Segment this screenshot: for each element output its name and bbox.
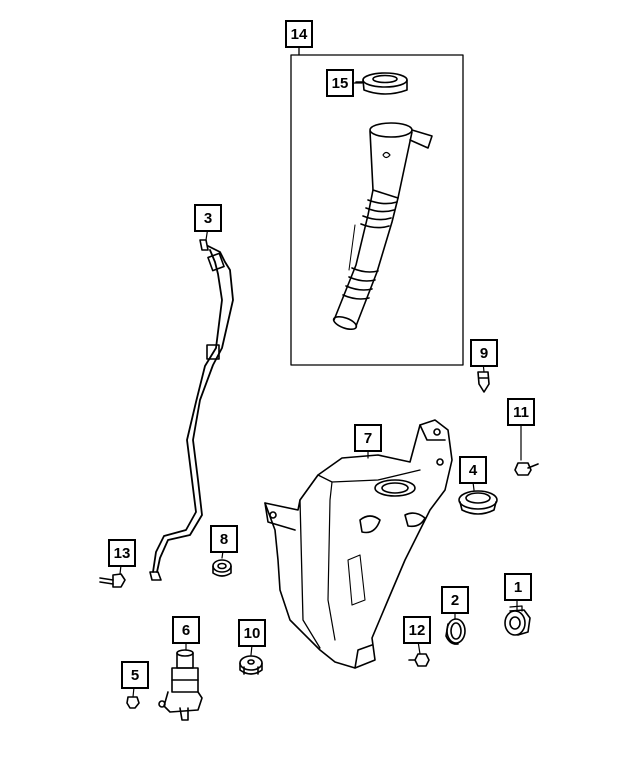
callout-3: 3 xyxy=(194,204,222,232)
washer-reservoir-part-7 xyxy=(264,419,453,669)
washer-pump-part-1 xyxy=(504,605,531,636)
callout-2: 2 xyxy=(441,586,469,614)
grommet-part-4 xyxy=(458,490,498,515)
callout-1: 1 xyxy=(504,573,532,601)
callout-5: 5 xyxy=(121,661,149,689)
washer-hose-part-3 xyxy=(149,239,234,581)
screw-part-5 xyxy=(126,696,140,709)
callout-6: 6 xyxy=(172,616,200,644)
callout-10: 10 xyxy=(238,619,266,647)
clip-part-9 xyxy=(477,371,490,393)
filler-neck-part-14 xyxy=(332,122,433,331)
bolt-part-13 xyxy=(99,573,126,588)
callout-8: 8 xyxy=(210,525,238,553)
callout-12: 12 xyxy=(403,616,431,644)
callout-14: 14 xyxy=(285,20,313,48)
filler-cap-part-15 xyxy=(355,72,408,95)
washer-pump-motor-part-6 xyxy=(158,649,203,721)
callout-4: 4 xyxy=(459,456,487,484)
callout-13: 13 xyxy=(108,539,136,567)
callout-9: 9 xyxy=(470,339,498,367)
pump-seal-part-2 xyxy=(445,618,466,645)
callout-7: 7 xyxy=(354,424,382,452)
kit-box-14 xyxy=(290,54,464,366)
callout-11: 11 xyxy=(507,398,535,426)
grommet-part-10 xyxy=(239,655,263,675)
callout-15: 15 xyxy=(326,69,354,97)
nut-part-12 xyxy=(408,653,430,667)
grommet-part-8 xyxy=(212,559,232,577)
push-nut-part-11 xyxy=(514,462,539,476)
